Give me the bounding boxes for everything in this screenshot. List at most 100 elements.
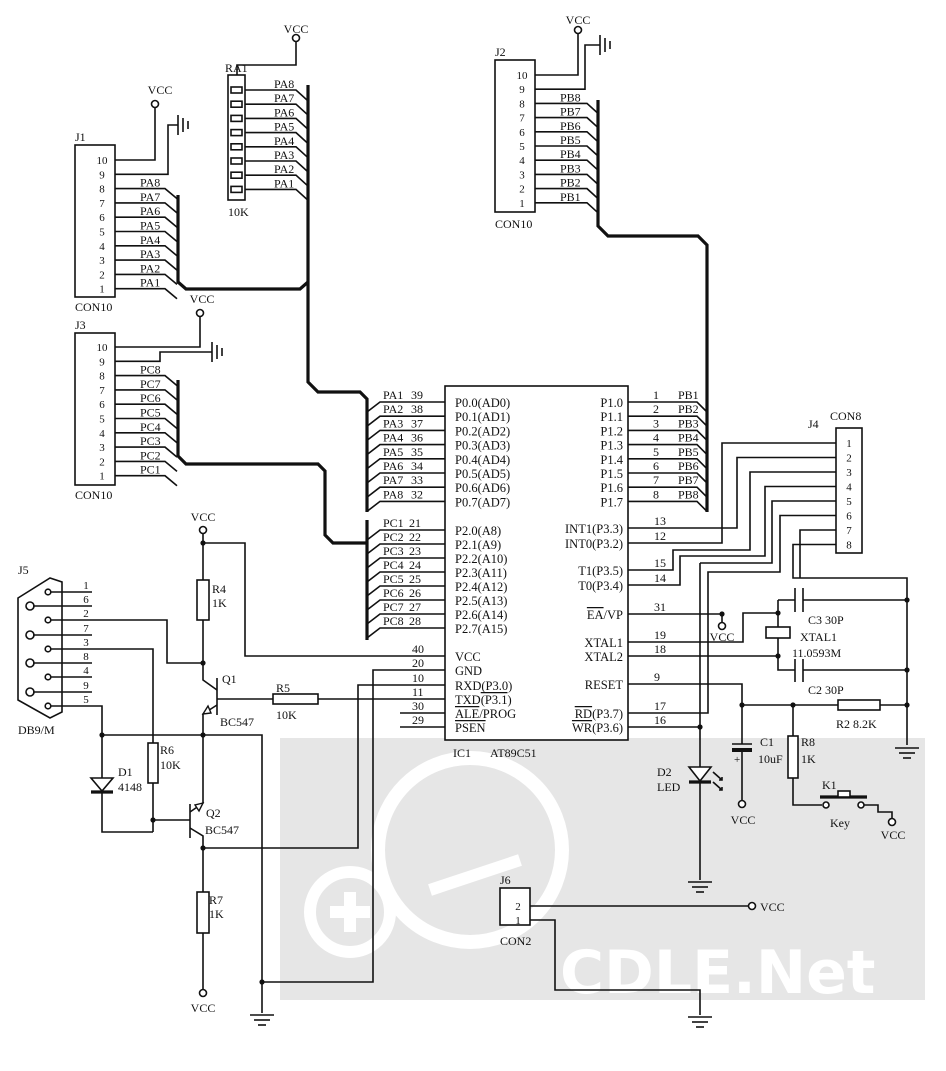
connector-j4-type: CON8: [830, 409, 861, 423]
vcc-terminal-icon: [195, 308, 205, 318]
pin-number: 3: [653, 416, 659, 430]
pin-number: 6: [846, 511, 852, 523]
net-label: PA2: [140, 261, 160, 275]
pin-number: 30: [412, 699, 424, 713]
ic-pin-name-part: GND: [455, 664, 482, 678]
ic-pin-name-part: PSEN: [455, 721, 486, 735]
wire: [366, 457, 445, 470]
q2-value: BC547: [205, 823, 239, 837]
pin-number: 29: [412, 713, 424, 727]
db9-pin-icon: [25, 658, 35, 668]
net-label: PA5: [140, 219, 160, 233]
wire: [245, 174, 308, 186]
wire: [628, 612, 778, 643]
pin-number: 12: [654, 529, 666, 543]
net-label: PB7: [678, 473, 699, 487]
wire: [628, 471, 836, 571]
watermark-text: CDLE.Net: [560, 938, 875, 1008]
wire: [535, 187, 599, 200]
wire: [366, 571, 445, 583]
net-label: PB1: [560, 190, 581, 204]
ic-pin-name-part: VCC: [455, 650, 481, 664]
ic-pin-name: TXD(P3.1): [455, 693, 512, 707]
r7-value: 1K: [209, 907, 224, 921]
net-label: PC4: [383, 558, 404, 572]
pin-number: 10: [97, 342, 109, 354]
wire: [115, 108, 156, 161]
r6-ref: R6: [160, 743, 174, 757]
wire: [535, 159, 599, 171]
array-resistor: [230, 100, 243, 108]
ic-pin-name: P2.1(A9): [455, 538, 501, 552]
net-label: PA7: [383, 473, 403, 487]
pin-number: 10: [412, 671, 424, 685]
pin-number: 9: [519, 84, 525, 96]
ic-pin-name: P0.3(AD3): [455, 439, 510, 453]
wire: [245, 188, 308, 200]
crystal-xtal1: [765, 626, 791, 639]
wire: [792, 543, 908, 745]
pin-number: 8: [83, 651, 89, 663]
pin-number: 8: [653, 487, 659, 501]
connector-j3: [74, 332, 116, 486]
wire: [115, 460, 178, 473]
array-resistor: [230, 157, 243, 165]
wire: [366, 443, 445, 456]
ic-pin-name: P1.0: [600, 396, 623, 410]
wire: [535, 102, 599, 114]
net-label: PB1: [678, 388, 699, 402]
junction-dot: [775, 653, 781, 659]
wire: [245, 89, 308, 101]
ic-pin-name: P2.3(A11): [455, 566, 507, 580]
wire: [115, 417, 178, 430]
vcc-label: VCC: [148, 83, 173, 97]
wire: [628, 457, 708, 470]
ic-pin-name-part: (P3.6): [592, 721, 623, 735]
ground-icon: [895, 747, 919, 759]
pin-number: 20: [412, 656, 424, 670]
bus: [176, 380, 367, 545]
wire: [236, 42, 297, 75]
capacitor-plate: [732, 748, 752, 752]
vcc-label: VCC: [760, 900, 785, 914]
wire: [115, 202, 178, 214]
pin-number: 8: [519, 98, 525, 110]
ic-pin-name-part: /VP: [604, 608, 624, 622]
net-label: PA8: [383, 487, 403, 501]
pin-number: 2: [99, 269, 105, 281]
net-label: PA6: [274, 105, 294, 119]
pin-number: 22: [409, 530, 421, 544]
connector-j1-ref: J1: [75, 130, 86, 144]
wire: [628, 500, 708, 512]
pin-number: 1: [519, 198, 525, 210]
ic-pin-name: XTAL1: [584, 636, 623, 650]
c1-value: 10uF: [758, 752, 783, 766]
net-label: PB5: [678, 445, 699, 459]
ic-pin-name: INT0(P3.2): [565, 537, 623, 551]
c2-label: C2 30P: [808, 683, 844, 697]
pin-number: 5: [99, 414, 105, 426]
pin-number: 2: [99, 456, 105, 468]
resistor-r4: [196, 579, 210, 621]
wire: [115, 187, 178, 200]
pin-number: 4: [99, 241, 105, 253]
net-label: PB6: [560, 119, 581, 133]
net-label: PB2: [678, 402, 699, 416]
ic-pin-name-part: T1(P3.5): [578, 564, 623, 578]
wire: [115, 374, 178, 387]
ic-pin-name: P1.4: [600, 453, 623, 467]
d2-ref: D2: [657, 765, 672, 779]
wire: [628, 442, 836, 544]
ic-pin-name: T1(P3.5): [578, 564, 623, 578]
net-label: PB6: [678, 459, 699, 473]
pin-number: 35: [411, 445, 423, 459]
led-icon: [687, 766, 713, 783]
r4-value: 1K: [212, 596, 227, 610]
ic-pin-name-part: INT1(P3.3): [565, 522, 623, 536]
net-label: PB4: [678, 431, 699, 445]
wire: [203, 542, 445, 657]
ic-pin-name: P0.0(AD0): [455, 396, 510, 410]
pin-number: 14: [654, 571, 666, 585]
net-label: PB8: [678, 487, 699, 501]
